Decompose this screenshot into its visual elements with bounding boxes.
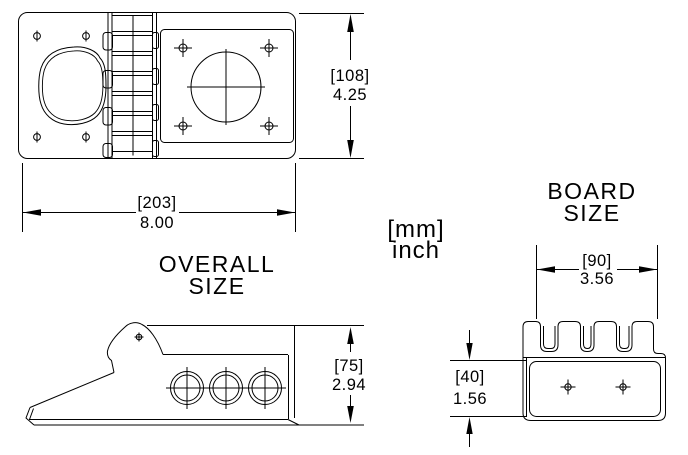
dim-board-height: [40] 1.56 (450, 330, 527, 447)
arrowhead-down-icon (347, 140, 354, 158)
slot-inner (543, 326, 556, 349)
screw-crosshair (134, 332, 144, 342)
slot-inner (619, 326, 630, 349)
top-view (18, 12, 296, 159)
dim-overall-width-inch: 8.00 (140, 214, 174, 232)
holder-recess (529, 361, 661, 417)
dim-board-width-mm: [90] (582, 252, 612, 270)
label-overall-size-line1: OVERALL (159, 251, 276, 277)
crosshair-hole (260, 117, 278, 135)
dim-board-width: [90] 3.56 (536, 245, 658, 319)
tip-chamfer-inner (29, 408, 34, 420)
arrowhead-up-icon (466, 417, 473, 434)
hump-profile (106, 322, 164, 373)
dim-overall-height: [108] 4.25 (299, 13, 369, 159)
arrowhead-up-icon (347, 327, 354, 344)
tip-chamfer (25, 407, 35, 426)
side-roller (205, 367, 247, 409)
mounting-holes-left (33, 30, 90, 143)
motor-mount-section (160, 29, 294, 143)
crosshair-hole (615, 379, 631, 395)
dim-board-width-inch: 3.56 (580, 270, 614, 288)
arrowhead-right-icon (639, 266, 657, 273)
rack-strip (102, 12, 159, 159)
arrowhead-right-icon (277, 209, 295, 216)
dim-overall-width: [203] 8.00 (22, 163, 296, 232)
text-labels: OVERALL SIZE BOARD SIZE [mm] inch (159, 178, 636, 299)
arrowhead-left-icon (537, 266, 555, 273)
label-overall-size-line2: SIZE (188, 273, 245, 299)
label-board-size-line1: BOARD (547, 178, 636, 204)
dim-board-height-inch: 1.56 (453, 390, 487, 408)
arrowhead-down-icon (466, 343, 473, 360)
dim-overall-width-mm: [203] (137, 194, 176, 212)
arrowhead-down-icon (347, 406, 354, 423)
arrowhead-left-icon (23, 209, 41, 216)
side-roller (244, 367, 286, 409)
label-units-inch: inch (392, 237, 440, 264)
holder-outline (522, 321, 666, 421)
dim-side-height: [75] 2.94 (332, 327, 366, 423)
slot-inner (583, 326, 592, 350)
crosshair-hole (174, 117, 192, 135)
crosshair-hole (260, 39, 278, 57)
oval-cutout (38, 46, 107, 126)
end-view (522, 321, 666, 421)
dim-board-height-mm: [40] (455, 368, 485, 386)
crosshair-hole (560, 379, 576, 395)
dim-side-height-inch: 2.94 (332, 376, 366, 394)
side-roller (166, 367, 208, 409)
label-board-size-line2: SIZE (563, 200, 620, 226)
arrowhead-up-icon (347, 14, 354, 32)
dim-overall-height-inch: 4.25 (333, 86, 367, 104)
dim-overall-height-mm: [108] (330, 67, 369, 85)
label-units-mm: [mm] (387, 216, 444, 243)
side-view (25, 322, 364, 426)
crosshair-hole (174, 39, 192, 57)
dim-side-height-mm: [75] (334, 357, 364, 375)
